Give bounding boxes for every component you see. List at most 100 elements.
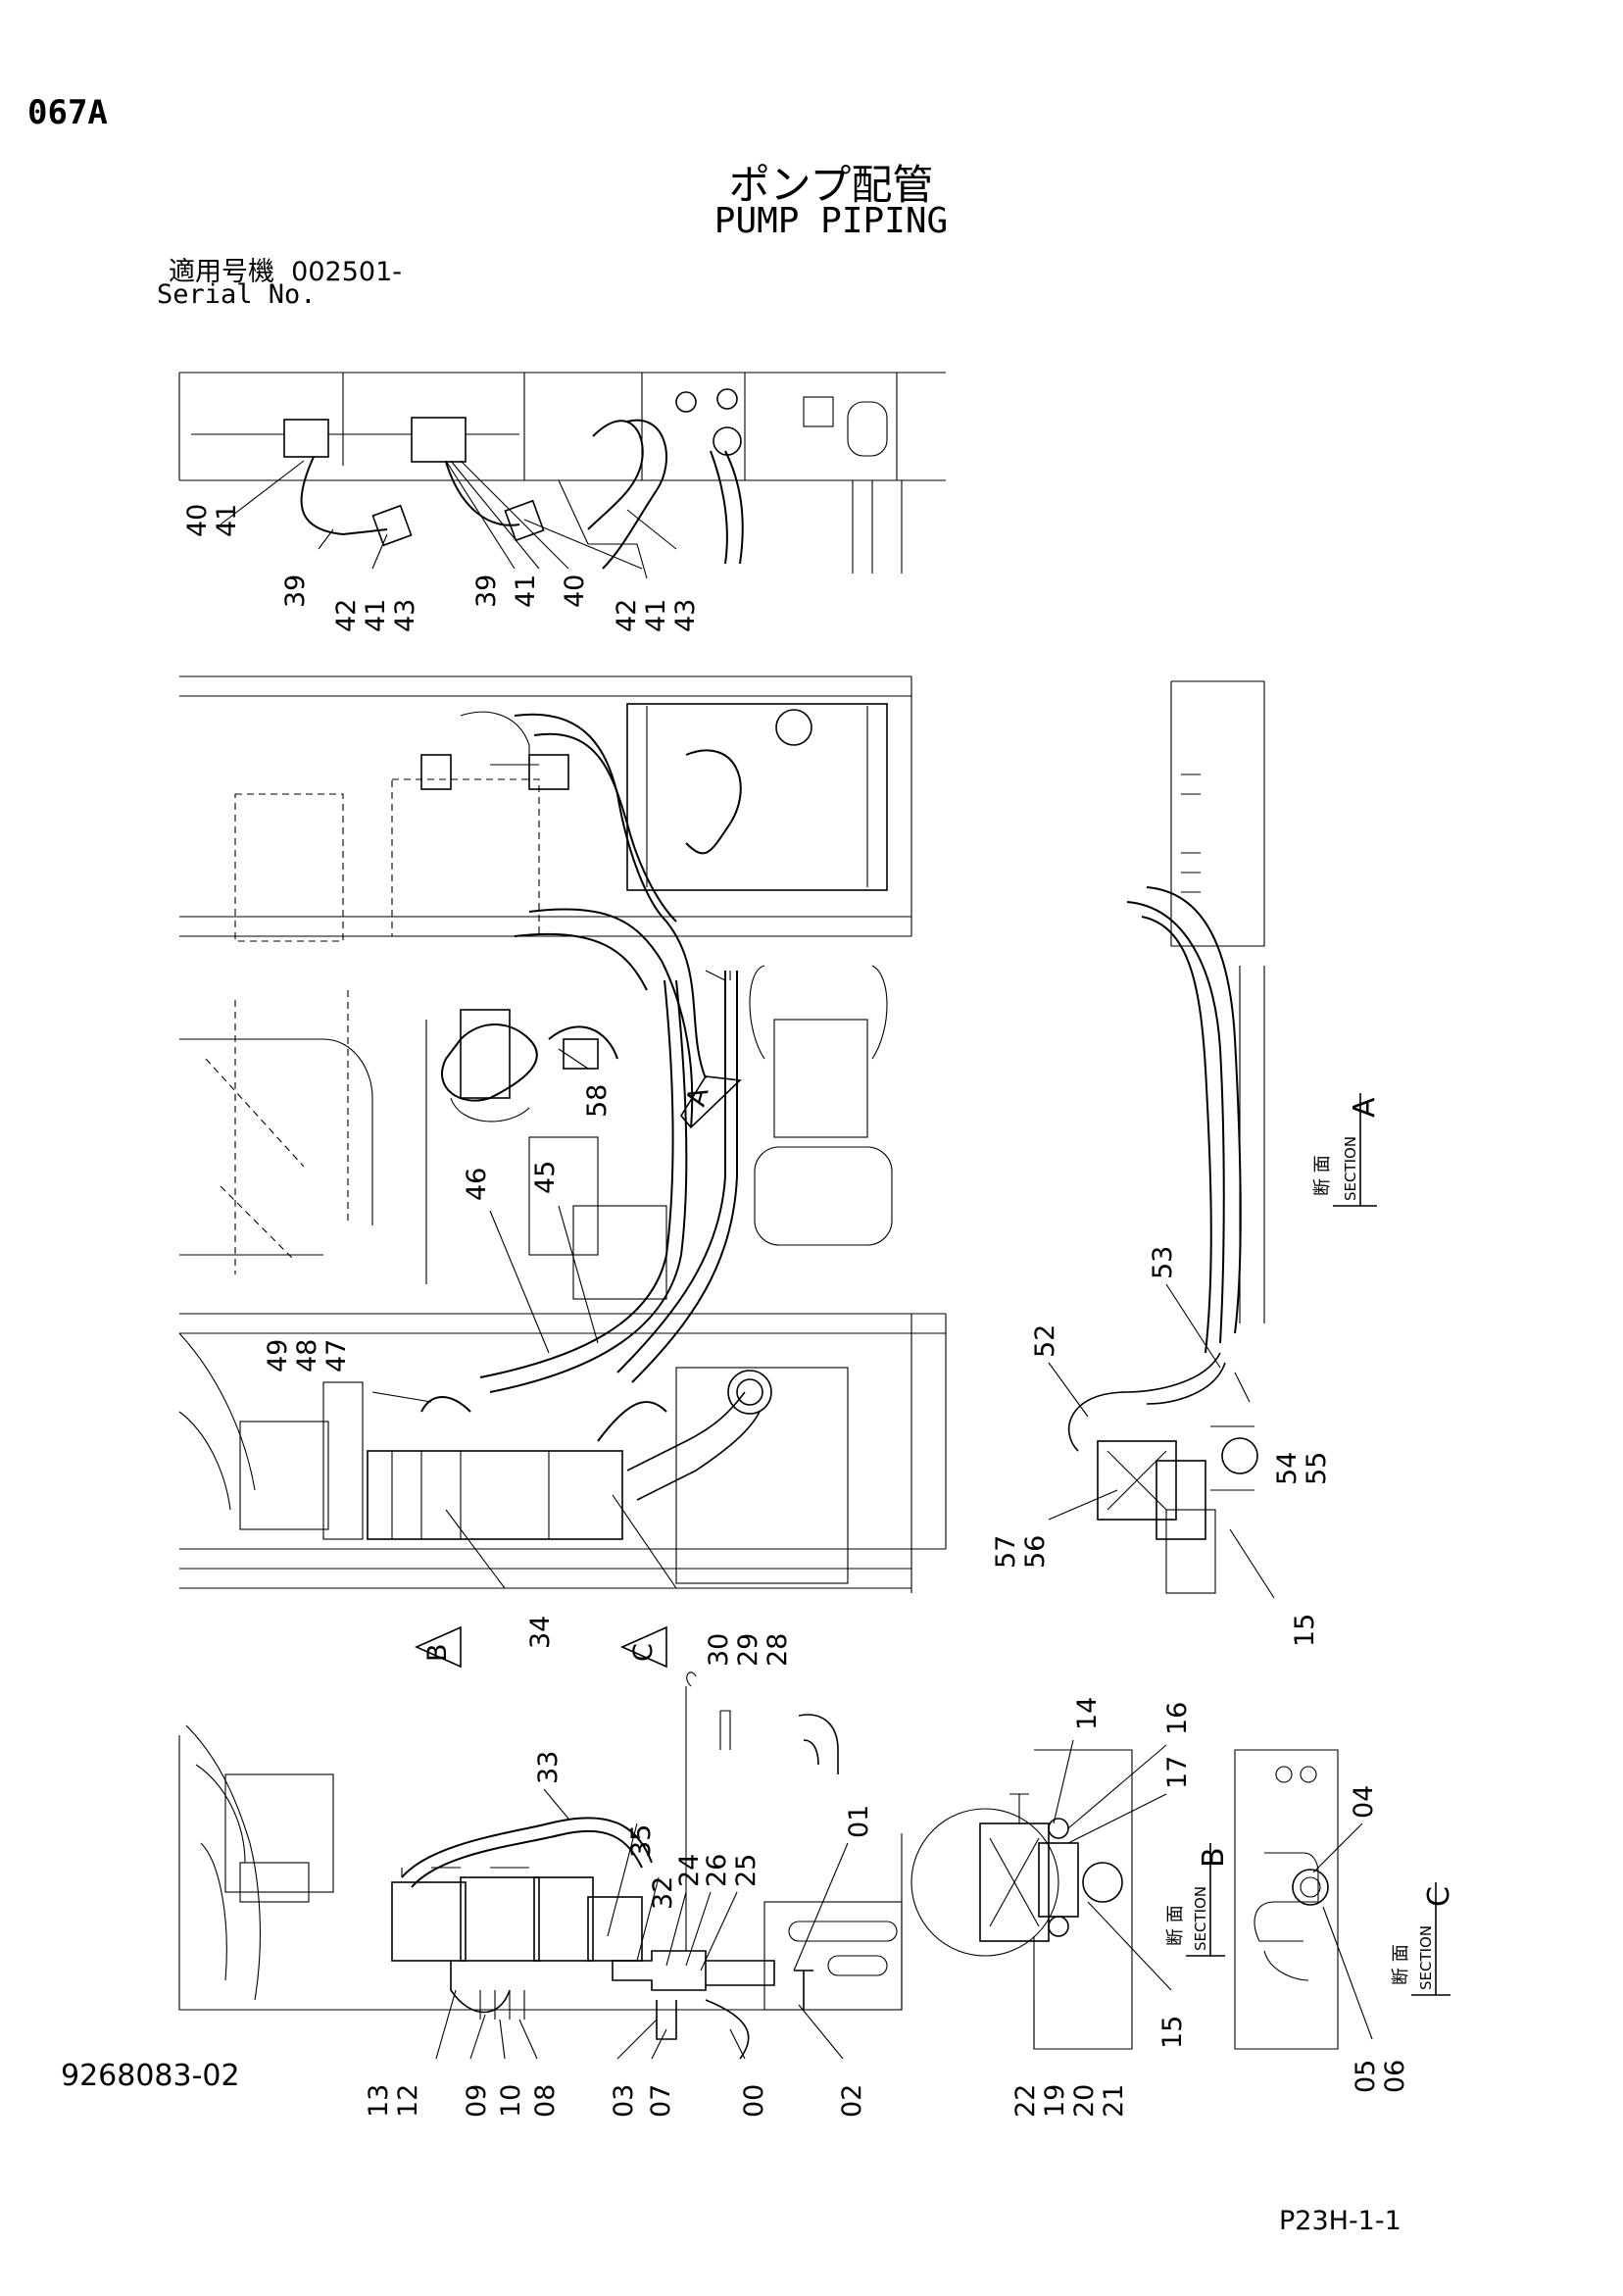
callout-line: 03 <box>609 2084 639 2118</box>
callout-line: 32 <box>648 1876 678 1910</box>
callout-b10: 10 <box>496 2084 526 2118</box>
title-japanese: ポンプ配管 <box>728 161 934 209</box>
callout-line: 07 <box>646 2084 676 2118</box>
callout-line: 00 <box>739 2084 769 2118</box>
section-a-leaders <box>1048 1283 1275 1599</box>
callout-line: 41 <box>361 599 391 632</box>
callout-m5: 34 <box>525 1616 556 1649</box>
callout-line: 05 <box>1351 2060 1381 2093</box>
bottom-view-leaders <box>435 1788 849 2060</box>
callout-m3: 45 <box>530 1161 561 1194</box>
callout-line: 52 <box>1030 1324 1060 1358</box>
section-b-view <box>910 1749 1133 2050</box>
callout-line: 19 <box>1040 2084 1070 2118</box>
section-c-jp: 断 面 <box>1391 1944 1411 1985</box>
callout-line: 29 <box>733 1633 763 1667</box>
callout-line: 41 <box>641 599 671 632</box>
callout-line: 01 <box>844 1805 874 1838</box>
section-c-en: SECTION <box>1417 1925 1435 1990</box>
document-number: 9268083-02 <box>61 2059 240 2093</box>
callout-line: 41 <box>511 574 541 608</box>
callout-line: 06 <box>1380 2060 1410 2093</box>
callout-line: 56 <box>1020 1535 1051 1569</box>
section-b-jp: 断 面 <box>1165 1905 1186 1946</box>
callout-line: 40 <box>182 504 213 537</box>
callout-t1: 4041 <box>182 504 242 537</box>
callout-line: 34 <box>525 1616 556 1649</box>
callout-line: 09 <box>462 2084 492 2118</box>
callout-line: 15 <box>1290 1614 1320 1647</box>
middle-view <box>178 675 947 1593</box>
callout-b3: 32 <box>648 1876 678 1910</box>
callout-s3: 17 <box>1162 1756 1193 1789</box>
middle-view-callouts: 58 46 45 494847 34 302928 <box>263 1084 793 1667</box>
callout-b14: 00 <box>739 2084 769 2118</box>
callout-m2: 46 <box>462 1168 492 1201</box>
callout-line: 39 <box>471 574 502 608</box>
bottom-view <box>178 1672 903 2060</box>
callout-b13: 07 <box>646 2084 676 2118</box>
callout-line: 43 <box>390 599 420 632</box>
callout-line: 14 <box>1072 1697 1103 1730</box>
serial-value: 002501- <box>291 257 402 287</box>
callout-line: 54 <box>1272 1452 1303 1485</box>
callout-line: 49 <box>263 1339 293 1373</box>
callout-m4: 494847 <box>263 1339 352 1373</box>
callout-line: 33 <box>533 1751 564 1784</box>
callout-line: 57 <box>991 1535 1021 1569</box>
callout-t2: 39 <box>280 574 311 608</box>
callout-line: 30 <box>704 1633 734 1667</box>
section-c-title: 断 面 SECTION C <box>1391 1882 1456 1996</box>
callout-b6: 25 <box>731 1854 762 1887</box>
callout-line: 21 <box>1099 2084 1129 2118</box>
callout-t5: 41 <box>511 574 541 608</box>
callout-b7: 01 <box>844 1805 874 1838</box>
callout-line: 22 <box>1010 2084 1041 2118</box>
section-a-callouts: 53 52 5455 5756 15 <box>991 1246 1332 1647</box>
callout-line: 24 <box>674 1854 705 1887</box>
top-view <box>178 372 946 579</box>
view-marker-b: B <box>422 1643 453 1662</box>
callout-line: 55 <box>1302 1452 1332 1485</box>
view-direction-marker-c: C <box>620 1625 667 1669</box>
callout-line: 17 <box>1162 1756 1193 1789</box>
callout-b2: 35 <box>626 1824 657 1858</box>
bottom-view-callouts: 33 35 32 24 26 25 01 1312 09 10 08 03 07… <box>364 1751 874 2118</box>
callout-t7: 424143 <box>612 599 701 632</box>
callout-a1: 53 <box>1148 1246 1178 1279</box>
callout-a2: 52 <box>1030 1324 1060 1358</box>
middle-view-leaders <box>371 1048 677 1589</box>
callout-line: 42 <box>612 599 642 632</box>
section-a-jp: 断 面 <box>1312 1155 1333 1196</box>
view-marker-c: C <box>628 1643 659 1662</box>
callout-m6: 302928 <box>704 1633 793 1667</box>
callout-line: 46 <box>462 1168 492 1201</box>
top-view-callouts: 4041 39 424143 39 41 40 424143 <box>182 504 701 632</box>
section-b-en: SECTION <box>1192 1886 1209 1951</box>
section-b-title: 断 面 SECTION B <box>1165 1843 1231 1957</box>
callout-line: 16 <box>1162 1702 1193 1735</box>
callout-t4: 39 <box>471 574 502 608</box>
section-c-callouts: 04 0506 <box>1349 1785 1410 2093</box>
callout-a5: 15 <box>1290 1614 1320 1647</box>
serial-label-jp: 適用号機 <box>169 257 274 287</box>
top-view-leaders <box>220 460 643 570</box>
serial-label-en: Serial No. <box>157 279 317 310</box>
callout-line: 58 <box>582 1084 613 1118</box>
callout-line: 02 <box>837 2084 867 2118</box>
callout-line: 15 <box>1157 2016 1188 2049</box>
callout-line: 08 <box>530 2084 561 2118</box>
section-b-leaders <box>1033 1739 1172 2049</box>
section-b-letter: B <box>1197 1847 1231 1868</box>
callout-line: 48 <box>292 1339 322 1373</box>
callout-line: 45 <box>530 1161 561 1194</box>
callout-s1: 14 <box>1072 1697 1103 1730</box>
callout-c1: 04 <box>1349 1785 1379 1819</box>
callout-t3: 424143 <box>331 599 420 632</box>
page-reference: P23H-1-1 <box>1279 2206 1402 2236</box>
callout-s4: 15 <box>1157 2016 1188 2049</box>
callout-line: 28 <box>762 1633 793 1667</box>
section-a-letter: A <box>1348 1097 1382 1118</box>
callout-line: 53 <box>1148 1246 1178 1279</box>
